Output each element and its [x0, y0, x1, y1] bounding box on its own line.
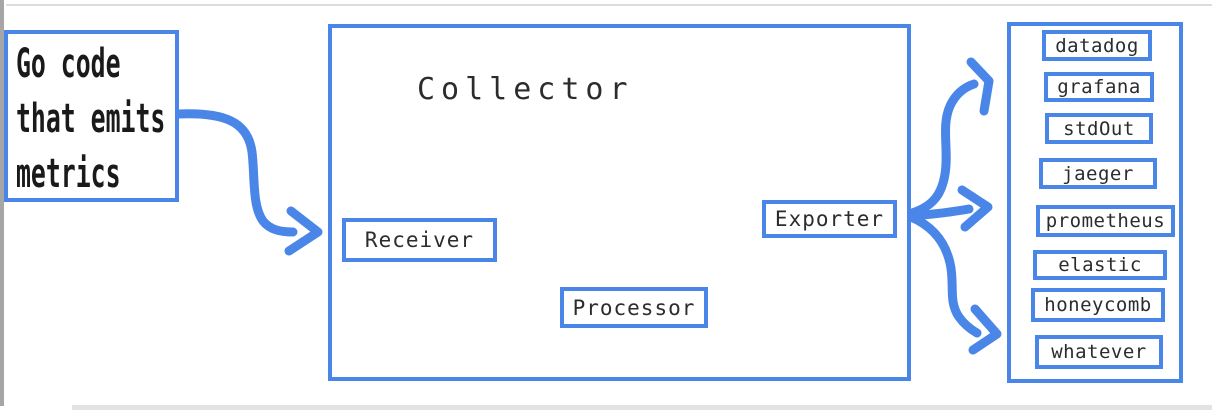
- horizontal-scrollbar[interactable]: [72, 405, 1212, 410]
- source-line: Go code: [16, 41, 121, 87]
- source-to-collector-arrow: [173, 109, 323, 256]
- destination-node: whatever: [1035, 335, 1163, 369]
- destination-label: honeycomb: [1044, 294, 1152, 316]
- receiver-node: Receiver: [342, 218, 497, 262]
- destination-node: jaeger: [1039, 158, 1157, 189]
- destination-label: prometheus: [1045, 210, 1166, 232]
- collector-title: Collector: [417, 72, 634, 107]
- collector-node: Collector Receiver Processor Exporter: [328, 24, 911, 381]
- source-line: metrics: [16, 151, 121, 197]
- destination-node: stdOut: [1045, 113, 1153, 144]
- processor-node: Processor: [560, 287, 708, 328]
- window-top-edge: [6, 4, 1212, 6]
- source-node: Go code that emits metrics: [4, 30, 179, 202]
- exporter-fanout-arrow: [894, 57, 1002, 355]
- receiver-label: Receiver: [364, 228, 475, 252]
- destination-label: whatever: [1051, 341, 1147, 363]
- destinations-container: datadog grafana stdOut jaeger prometheus…: [1007, 22, 1183, 383]
- destination-label: jaeger: [1062, 162, 1134, 185]
- destination-node: grafana: [1044, 72, 1154, 102]
- destination-node: prometheus: [1036, 205, 1175, 237]
- destination-node: datadog: [1042, 30, 1152, 61]
- processor-label: Processor: [572, 295, 696, 320]
- destination-label: datadog: [1055, 34, 1139, 57]
- destination-label: stdOut: [1063, 117, 1135, 140]
- destination-label: grafana: [1057, 76, 1141, 98]
- destination-node: elastic: [1033, 250, 1167, 280]
- destination-node: honeycomb: [1031, 288, 1165, 322]
- vertical-scrollbar[interactable]: [0, 0, 4, 406]
- exporter-label: Exporter: [774, 207, 885, 231]
- source-line: that emits: [16, 96, 166, 142]
- exporter-node: Exporter: [762, 200, 897, 238]
- destination-label: elastic: [1058, 254, 1142, 276]
